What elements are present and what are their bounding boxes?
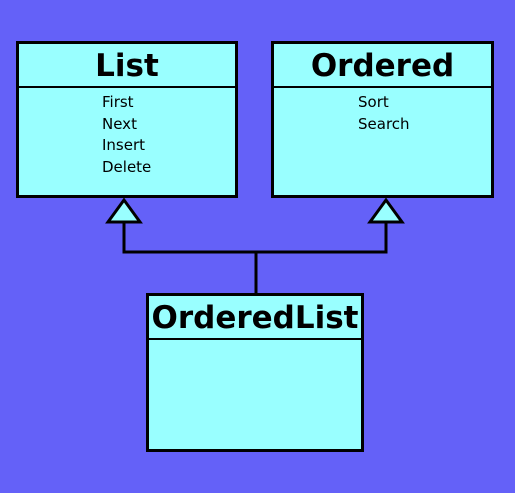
method-search: Search: [358, 114, 410, 133]
class-box-orderedlist[interactable]: OrderedList: [146, 293, 364, 452]
method-insert: Insert: [102, 136, 146, 154]
class-box-list[interactable]: List First Next Insert Delete: [16, 41, 238, 198]
class-methods-list: First Next Insert Delete: [102, 92, 151, 178]
connector-orderedlist-to-ordered: [256, 222, 388, 254]
method-sort: Sort: [358, 93, 389, 111]
inheritance-arrow-list: [105, 197, 143, 224]
class-name-orderedlist: OrderedList: [149, 296, 361, 340]
method-next: Next: [102, 114, 137, 133]
connector-orderedlist-to-list: [122, 222, 258, 293]
class-name-list: List: [19, 44, 235, 88]
inheritance-arrow-ordered: [367, 197, 405, 224]
class-name-ordered: Ordered: [274, 44, 491, 88]
method-first: First: [102, 93, 134, 111]
class-methods-ordered: Sort Search: [358, 92, 410, 135]
method-delete: Delete: [102, 157, 152, 176]
class-box-ordered[interactable]: Ordered Sort Search: [271, 41, 494, 198]
